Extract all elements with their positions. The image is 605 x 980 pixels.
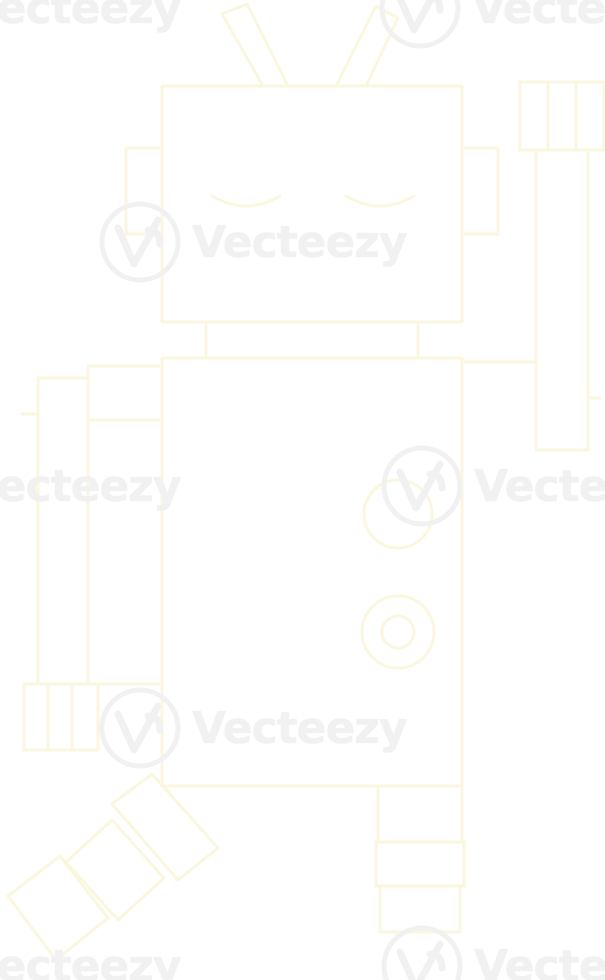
left-eye	[210, 194, 282, 208]
upper-arm	[534, 148, 590, 452]
round-button	[362, 478, 434, 550]
right-hand	[518, 80, 605, 152]
left-leg-lower	[64, 818, 166, 922]
right-arm	[460, 80, 605, 452]
left-antenna	[220, 2, 290, 88]
left-hand	[22, 682, 100, 752]
left-leg	[6, 772, 220, 962]
left-ear	[124, 146, 164, 236]
left-leg-upper	[110, 772, 220, 882]
head-box	[160, 84, 464, 324]
right-leg	[374, 784, 466, 934]
dial-inner	[380, 614, 416, 650]
antennas	[220, 2, 400, 88]
torso-box	[160, 356, 464, 788]
right-eye	[344, 194, 416, 208]
right-leg-lower	[378, 884, 462, 934]
head	[124, 84, 500, 324]
torso	[160, 356, 464, 788]
forearm	[36, 376, 90, 686]
dial-outer	[360, 594, 436, 670]
shoulder-block	[86, 364, 164, 686]
right-leg-middle	[374, 840, 466, 888]
left-foot	[6, 854, 110, 962]
right-antenna	[334, 4, 400, 88]
right-ear	[460, 146, 500, 236]
left-arm	[20, 364, 164, 752]
right-leg-upper	[376, 784, 464, 844]
neck	[204, 320, 420, 360]
